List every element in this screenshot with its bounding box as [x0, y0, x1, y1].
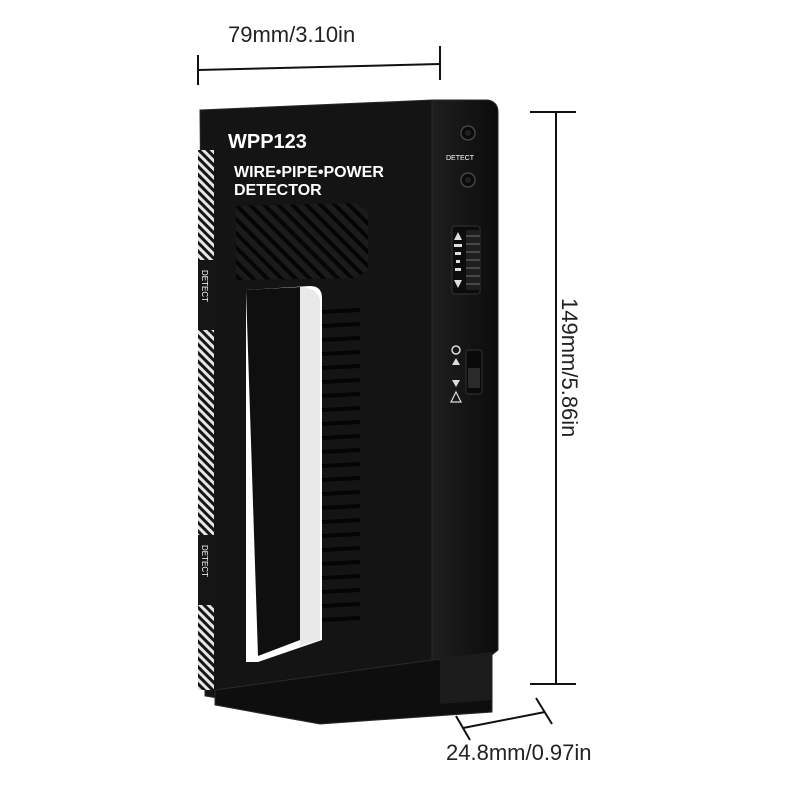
power-icon	[451, 345, 461, 355]
arrow-up-icon	[452, 358, 460, 365]
dimension-height-label: 149mm/5.86in	[557, 298, 582, 438]
dimension-line-height	[530, 111, 576, 685]
product-name-line2: DETECTOR	[234, 182, 322, 199]
detect-led-bottom	[460, 172, 476, 188]
side-label-bottom: DETECT	[200, 545, 209, 577]
warning-icon	[450, 390, 462, 403]
mode-switch[interactable]	[450, 345, 483, 403]
speaker-grille	[236, 203, 368, 280]
grip-ribs	[321, 308, 361, 622]
dimension-width-label: 79mm/3.10in	[228, 22, 356, 47]
detect-label: DETECT	[446, 155, 475, 162]
dimension-depth-label: 24.8mm/0.97in	[446, 740, 592, 765]
detector-body	[198, 99, 499, 725]
dimension-line-width	[197, 46, 441, 85]
side-label-top: DETECT	[200, 270, 209, 302]
dimension-line-depth	[455, 697, 553, 741]
model-text: WPP123	[228, 131, 307, 153]
product-name-line1: WIRE•PIPE•POWER	[234, 164, 384, 181]
detect-led-top	[460, 125, 476, 141]
sensitivity-wheel[interactable]	[451, 225, 481, 295]
arrow-down-icon	[452, 380, 460, 387]
